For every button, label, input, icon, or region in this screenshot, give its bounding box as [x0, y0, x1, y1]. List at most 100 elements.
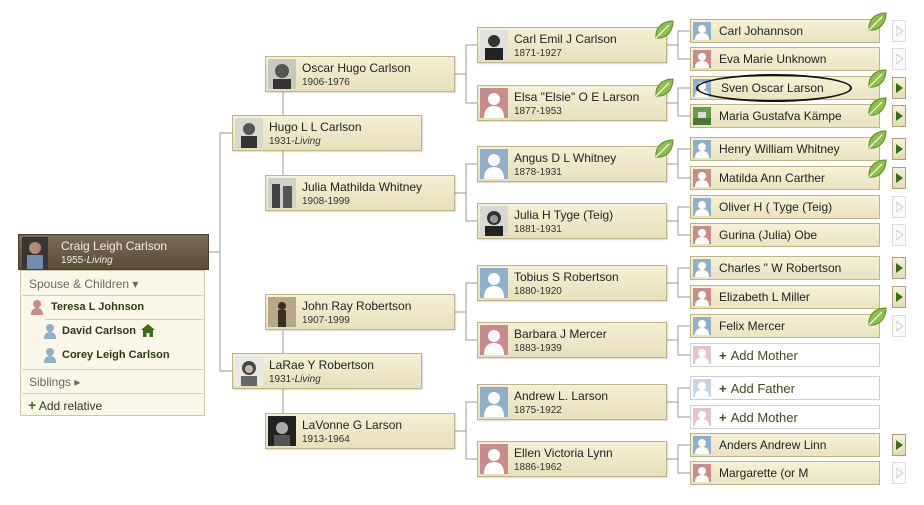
male-silhouette-icon	[693, 140, 711, 158]
person-dates: 1913-1964	[302, 434, 350, 445]
expand-arrow-button[interactable]	[892, 48, 906, 70]
add-mother-button[interactable]: +Add Mother	[690, 343, 880, 367]
grandfather-card[interactable]: Oscar Hugo Carlson 1906-1976	[265, 56, 455, 92]
expand-arrow-button[interactable]	[892, 20, 906, 42]
grandmother-card[interactable]: Julia Mathilda Whitney 1908-1999	[265, 175, 455, 211]
leaf-hint-icon[interactable]	[866, 96, 888, 118]
person-dates: 1931-Living	[269, 374, 321, 385]
great-grandparent-card[interactable]: Andrew L. Larson 1875-1922	[477, 384, 667, 420]
female-silhouette-icon	[693, 288, 711, 306]
ancestor-card[interactable]: Oliver H ( Tyge (Teig)	[690, 195, 880, 219]
person-dates: 1886-1962	[514, 462, 562, 473]
add-mother-button[interactable]: +Add Mother	[690, 405, 880, 429]
person-name: John Ray Robertson	[302, 299, 412, 313]
great-grandparent-card[interactable]: Ellen Victoria Lynn 1886-1962	[477, 441, 667, 477]
arrow-right-icon	[896, 468, 903, 478]
male-silhouette-icon	[693, 379, 711, 397]
person-dates: 1878-1931	[514, 167, 562, 178]
leaf-hint-icon[interactable]	[866, 306, 888, 328]
great-grandparent-card[interactable]: Angus D L Whitney 1878-1931	[477, 139, 674, 182]
add-relative-label: Add relative	[38, 399, 103, 413]
add-father-button[interactable]: +Add Father	[690, 376, 880, 400]
male-silhouette-icon	[693, 436, 711, 454]
leaf-hint-icon[interactable]	[653, 77, 675, 99]
add-label: +Add Father	[719, 381, 795, 396]
ancestor-card[interactable]: Margarette (or M	[690, 461, 880, 485]
divider	[22, 295, 203, 296]
spouse-link[interactable]: Teresa L Johnson	[51, 301, 145, 313]
person-name: Matilda Ann Carther	[719, 171, 826, 185]
root-person-card[interactable]: Craig Leigh Carlson 1955-Living	[18, 234, 209, 270]
arrow-right-icon	[896, 263, 903, 273]
ancestor-card[interactable]: Felix Mercer	[690, 307, 887, 338]
leaf-hint-icon[interactable]	[653, 138, 675, 160]
expand-arrow-button[interactable]	[892, 434, 906, 456]
grandfather-card[interactable]: John Ray Robertson 1907-1999	[265, 294, 455, 330]
person-photo	[693, 107, 711, 125]
father-card[interactable]: Hugo L L Carlson 1931-Living	[232, 115, 422, 151]
person-name: Maria Gustafva Kämpe	[719, 109, 842, 123]
female-silhouette-icon	[693, 346, 711, 364]
great-grandparent-card[interactable]: Carl Emil J Carlson 1871-1927	[477, 20, 674, 63]
expand-arrow-button[interactable]	[892, 257, 906, 279]
person-name: Hugo L L Carlson	[269, 120, 362, 134]
expand-arrow-button[interactable]	[892, 286, 906, 308]
leaf-hint-icon[interactable]	[653, 19, 675, 41]
ancestor-card[interactable]: Elizabeth L Miller	[690, 285, 880, 309]
expand-arrow-button[interactable]	[892, 105, 906, 127]
child-link[interactable]: David Carlson	[62, 325, 136, 337]
person-name: Ellen Victoria Lynn	[514, 446, 613, 460]
expand-arrow-button[interactable]	[892, 315, 906, 337]
home-icon	[141, 324, 155, 337]
person-name: Henry William Whitney	[719, 142, 840, 156]
highlight-circle	[696, 74, 852, 102]
expand-arrow-button[interactable]	[892, 138, 906, 160]
person-name: LaRae Y Robertson	[269, 358, 374, 372]
expand-arrow-button[interactable]	[892, 224, 906, 246]
person-name: Andrew L. Larson	[514, 389, 609, 403]
ancestor-card[interactable]: Carl Johannson	[690, 12, 887, 43]
ancestor-card[interactable]: Henry William Whitney	[690, 130, 887, 161]
person-name: Barbara J Mercer	[514, 327, 607, 341]
great-grandparent-card[interactable]: Julia H Tyge (Teig) 1881-1931	[477, 203, 667, 239]
male-silhouette-icon	[480, 149, 508, 179]
ancestor-card[interactable]: Gurina (Julia) Obe	[690, 223, 880, 247]
leaf-hint-icon[interactable]	[866, 158, 888, 180]
ancestor-card[interactable]: Anders Andrew Linn	[690, 433, 880, 457]
great-grandparent-card[interactable]: Elsa "Elsie" O E Larson 1877-1953	[477, 78, 674, 121]
mother-card[interactable]: LaRae Y Robertson 1931-Living	[232, 353, 422, 389]
ancestor-card[interactable]: Maria Gustafva Kämpe	[690, 97, 887, 128]
siblings-toggle[interactable]: Siblings ▸	[29, 375, 81, 389]
ancestor-card[interactable]: Charles " W Robertson	[690, 256, 880, 280]
male-silhouette-icon	[480, 387, 508, 417]
expand-arrow-button[interactable]	[892, 196, 906, 218]
leaf-hint-icon[interactable]	[866, 11, 888, 33]
male-silhouette-icon	[693, 22, 711, 40]
great-grandparent-card[interactable]: Tobius S Robertson 1880-1920	[477, 265, 667, 301]
leaf-hint-icon[interactable]	[866, 68, 888, 90]
person-name: Angus D L Whitney	[514, 151, 617, 165]
spouse-children-toggle[interactable]: Spouse & Children ▾	[29, 277, 139, 291]
arrow-right-icon	[896, 202, 903, 212]
arrow-right-icon	[896, 83, 903, 93]
female-silhouette-icon	[480, 444, 508, 474]
child-link[interactable]: Corey Leigh Carlson	[62, 349, 170, 361]
person-dates: 1881-1931	[514, 224, 562, 235]
ancestor-card[interactable]: Eva Marie Unknown	[690, 47, 880, 71]
expand-arrow-button[interactable]	[892, 167, 906, 189]
add-label: +Add Mother	[719, 348, 798, 363]
female-silhouette-icon	[480, 88, 508, 118]
ancestor-card[interactable]: Matilda Ann Carther	[690, 159, 887, 190]
person-photo	[268, 59, 296, 89]
person-dates: 1880-1920	[514, 286, 562, 297]
grandmother-card[interactable]: LaVonne G Larson 1913-1964	[265, 413, 455, 449]
expand-arrow-button[interactable]	[892, 77, 906, 99]
add-relative-button[interactable]: + Add relative	[28, 397, 102, 413]
arrow-right-icon	[896, 26, 903, 36]
great-grandparent-card[interactable]: Barbara J Mercer 1883-1939	[477, 322, 667, 358]
leaf-hint-icon[interactable]	[866, 129, 888, 151]
expand-arrow-button[interactable]	[892, 462, 906, 484]
person-name: Gurina (Julia) Obe	[719, 228, 818, 242]
male-silhouette-icon	[693, 317, 711, 335]
